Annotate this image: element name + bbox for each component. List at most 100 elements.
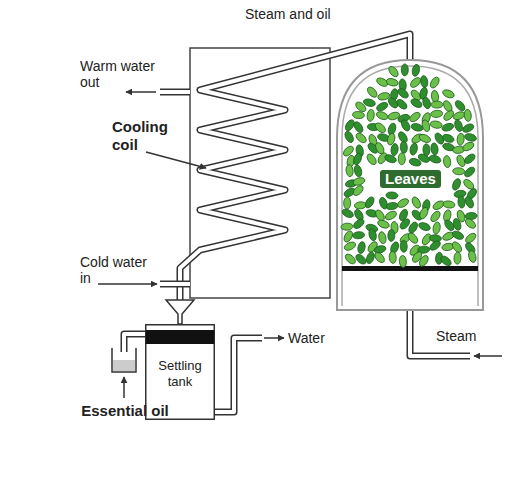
drawing-part <box>409 76 423 89</box>
drawing-part <box>357 241 366 254</box>
drawing-part <box>410 196 422 210</box>
drawing-part <box>341 223 353 231</box>
drawing-part <box>442 88 456 99</box>
water-outlet-pipe <box>215 338 262 412</box>
cold-water-pipe <box>160 282 190 286</box>
drawing-part <box>410 97 424 109</box>
drawing-part <box>352 111 365 119</box>
drawing-part <box>454 252 462 264</box>
drawing-part <box>428 154 442 164</box>
drawing-part <box>406 231 419 245</box>
drawing-part <box>429 76 441 90</box>
drawing-part <box>420 75 429 88</box>
drawing-part <box>453 99 466 113</box>
drawing-part <box>374 121 388 134</box>
drawing-part <box>432 222 441 235</box>
part-label: Cooling coil <box>112 118 186 154</box>
drawing-part <box>430 110 443 118</box>
drawing-part <box>386 202 399 211</box>
drawing-part <box>352 152 363 166</box>
drawing-part <box>354 253 368 266</box>
drawing-part <box>354 201 367 209</box>
drawing-part <box>400 141 408 153</box>
drawing-part <box>452 110 466 121</box>
funnel <box>166 300 194 324</box>
still-vessel: Leaves <box>335 58 485 310</box>
drawing-part <box>146 330 215 344</box>
drawing-part <box>441 133 455 144</box>
drawing-part <box>467 250 477 263</box>
drawing-part <box>464 132 477 142</box>
drawing-part <box>343 130 355 144</box>
drawing-part <box>400 118 412 132</box>
water-outlet-pipe <box>215 338 262 412</box>
drawing-part <box>463 152 477 165</box>
drawing-part <box>418 206 429 220</box>
drawing-part <box>352 217 366 230</box>
part-label: Warm water out <box>80 58 160 90</box>
drawing-part <box>373 245 386 255</box>
drawing-part <box>452 218 462 232</box>
drawing-part <box>384 210 398 222</box>
drawing-part <box>464 231 478 244</box>
drawing-part <box>408 111 422 124</box>
drawing-part <box>345 164 353 177</box>
drawing-part <box>344 252 358 265</box>
drawing-part <box>351 184 364 197</box>
drawing-part <box>439 254 453 267</box>
part-label: Steam <box>436 328 476 344</box>
drawing-part <box>418 254 430 268</box>
drawing-part <box>386 77 399 87</box>
leader-arrow <box>123 377 125 398</box>
warm-water-pipe <box>160 90 190 94</box>
drawing-part <box>401 64 408 76</box>
drawing-part <box>431 101 443 108</box>
drawing-part <box>396 197 410 209</box>
drawing-part <box>451 230 465 241</box>
drawing-part <box>390 143 398 156</box>
drawing-part <box>344 197 351 209</box>
drawing-part <box>451 178 462 192</box>
drawing-part <box>464 195 475 209</box>
drawing-part <box>411 64 420 77</box>
drawing-part <box>377 219 391 230</box>
drawing-part <box>464 217 478 230</box>
flow-arrow <box>98 283 157 285</box>
drawing-part <box>352 120 364 134</box>
drawing-part <box>341 208 355 220</box>
cold-water-pipe <box>160 281 190 288</box>
oil-liquid <box>113 360 135 371</box>
drawing-part <box>457 133 465 146</box>
drawing-part <box>443 200 456 209</box>
drawing-part <box>352 176 366 186</box>
drawing-part <box>453 167 465 175</box>
drawing-part <box>429 210 442 224</box>
drawing-part <box>457 196 465 209</box>
drawing-part <box>443 155 451 168</box>
flow-arrow <box>474 355 502 357</box>
drawing-part <box>400 240 407 252</box>
node-label: Settling tank <box>149 358 211 390</box>
drawing-part <box>410 122 423 132</box>
drawing-part <box>463 165 477 178</box>
drawing-part <box>378 231 387 244</box>
drawing-part <box>417 152 431 164</box>
flow-arrow <box>126 91 156 93</box>
drawing-part <box>461 141 475 153</box>
part-label: Cold water in <box>80 254 160 286</box>
drawing-part <box>375 101 389 113</box>
drawing-part <box>441 122 455 132</box>
drawing-part <box>365 251 376 265</box>
drawing-part <box>366 85 379 99</box>
drawing-part <box>418 221 432 232</box>
part-label: Steam and oil <box>245 6 331 22</box>
drawing-part <box>363 98 376 108</box>
drawing-part <box>366 109 374 122</box>
drawing-part <box>395 98 409 111</box>
drawing-part <box>418 133 432 144</box>
oil-beaker <box>112 348 136 372</box>
drawing-part <box>365 152 378 166</box>
part-label: Water <box>288 330 325 346</box>
drawing-part <box>428 239 442 252</box>
